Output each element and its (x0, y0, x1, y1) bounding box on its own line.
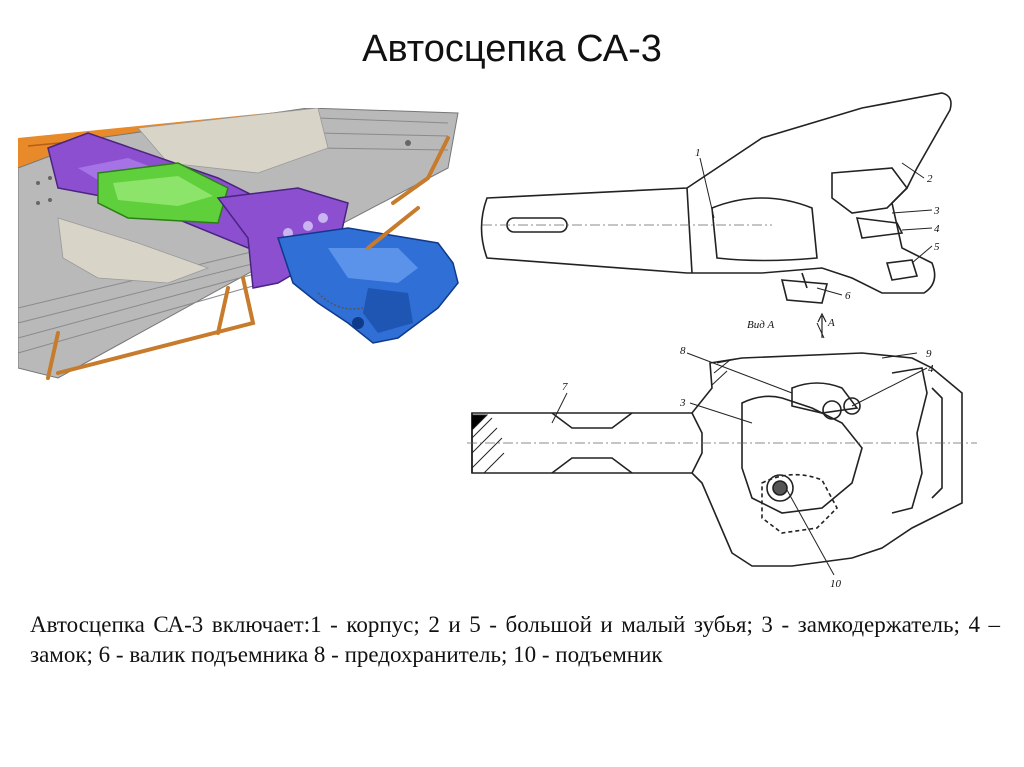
coupler-head (277, 227, 459, 344)
label-7: 7 (562, 381, 568, 393)
label-10: 10 (830, 578, 842, 590)
label-2: 2 (927, 173, 933, 185)
view-arrow-label: А (827, 317, 835, 329)
label-4-top: 4 (934, 223, 940, 235)
label-6: 6 (845, 290, 851, 302)
view-label: Вид А (747, 319, 775, 331)
coupler-technical-drawing: 1 2 3 4 5 6 Вид А А 8 9 4 3 7 10 (467, 92, 977, 590)
label-8: 8 (680, 345, 686, 357)
coupler-body-outline (480, 92, 952, 294)
label-3-bottom: 3 (679, 397, 686, 409)
label-9: 9 (926, 348, 932, 360)
caption-text: Автосцепка СА-3 включает:1 - корпус; 2 и… (30, 612, 1000, 667)
label-3-top: 3 (933, 205, 940, 217)
label-4-bottom: 4 (928, 363, 934, 375)
view-arrow-icon (817, 312, 827, 338)
section-outline (471, 352, 963, 567)
label-5: 5 (934, 241, 940, 253)
coupler-cutaway-illustration (18, 108, 459, 380)
label-1: 1 (695, 147, 701, 159)
slide-title: Автосцепка СА-3 (362, 28, 662, 70)
